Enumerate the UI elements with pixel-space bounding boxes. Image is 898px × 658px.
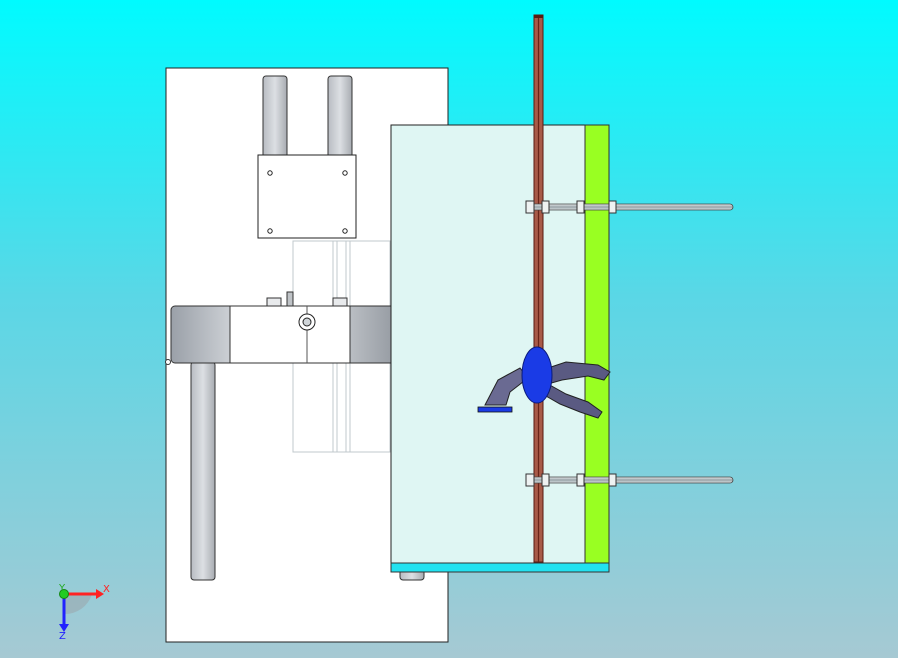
mounting-block[interactable] (257, 154, 357, 239)
side-panel[interactable] (390, 124, 610, 573)
panel-edge-strip[interactable] (584, 124, 610, 564)
support-leg[interactable] (190, 361, 216, 581)
toggle-clamp[interactable] (477, 346, 611, 419)
horizontal-cylinder[interactable] (165, 291, 410, 365)
upper-threaded-rod[interactable] (525, 200, 734, 214)
lower-threaded-rod[interactable] (525, 473, 734, 487)
axis-z-label: Z (59, 631, 66, 642)
axis-x-label: X (103, 584, 110, 595)
panel-bottom-strip[interactable] (390, 562, 610, 573)
coordinate-triad: X Y Z (58, 583, 110, 642)
axis-y-label: Y (58, 583, 66, 594)
vertical-rod[interactable] (533, 14, 544, 563)
